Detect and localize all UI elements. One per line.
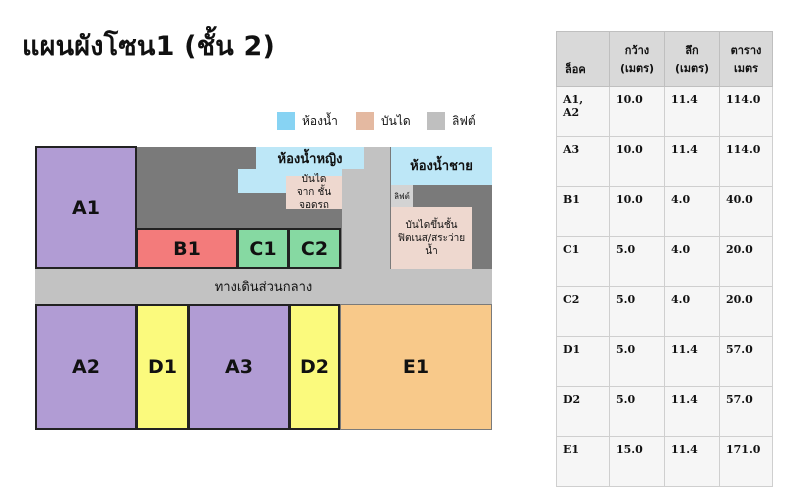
- table-row: C1 5.0 4.0 20.0: [556, 236, 773, 287]
- table-cell-width: 10.0: [609, 136, 665, 187]
- zone-b1-label: B1: [173, 237, 201, 260]
- central-corridor-label: ทางเดินส่วนกลาง: [214, 280, 313, 295]
- table-cell-depth: 11.4: [664, 86, 720, 137]
- zone-c2-label: C2: [300, 237, 329, 260]
- area-table: ล็อค กว้าง (เมตร) ลึก (เมตร) ตาราง เมตร …: [556, 31, 773, 487]
- zone-d1[interactable]: D1: [136, 304, 189, 430]
- zone-e1[interactable]: E1: [340, 304, 492, 430]
- table-cell-lock: E1: [556, 436, 610, 487]
- table-cell-lock: A1, A2: [556, 86, 610, 137]
- table-cell-area: 114.0: [719, 136, 773, 187]
- zone-a3-label: A3: [225, 356, 253, 378]
- table-cell-width: 5.0: [609, 286, 665, 337]
- legend-swatch-restroom: [277, 112, 295, 130]
- lift-shaft-right: [364, 147, 390, 187]
- table-cell-area: 40.0: [719, 186, 773, 237]
- table-cell-depth: 4.0: [664, 236, 720, 287]
- table-cell-area: 20.0: [719, 286, 773, 337]
- lift-box: ลิฟต์: [391, 185, 413, 207]
- table-cell-width: 5.0: [609, 336, 665, 387]
- page-title: แผนผังโซน1 (ชั้น 2): [22, 31, 276, 62]
- table-row: C2 5.0 4.0 20.0: [556, 286, 773, 337]
- zone-c1[interactable]: C1: [237, 228, 289, 269]
- legend-item-restroom: ห้องน้ำ: [277, 112, 338, 130]
- table-header-area-label: ตาราง เมตร: [730, 44, 762, 75]
- stair-fitness: บันไดขึ้นชั้น ฟิตเนส/สระว่ายน้ำ: [391, 207, 472, 269]
- table-cell-depth: 4.0: [664, 186, 720, 237]
- table-header-width-label: กว้าง (เมตร): [619, 44, 655, 75]
- zone-a2-label: A2: [72, 356, 100, 378]
- table-cell-lock-text: A1, A2: [563, 93, 584, 119]
- stair-parking-label: บันไดจาก ชั้นจอดรถ: [296, 174, 332, 211]
- zone-a1[interactable]: A1: [35, 146, 137, 269]
- table-row: B1 10.0 4.0 40.0: [556, 186, 773, 237]
- zone-a2[interactable]: A2: [35, 304, 137, 430]
- legend-item-lift: ลิฟต์: [427, 112, 476, 130]
- zone-c1-label: C1: [249, 237, 277, 260]
- legend-item-stairs: บันได: [356, 112, 411, 130]
- table-header-area: ตาราง เมตร: [719, 31, 773, 87]
- table-row: A1, A2 10.0 11.4 114.0: [556, 86, 773, 137]
- restroom-female-label: ห้องน้ำหญิง: [277, 152, 343, 167]
- table-cell-lock: C2: [556, 286, 610, 337]
- table-cell-lock: A3: [556, 136, 610, 187]
- legend-swatch-lift: [427, 112, 445, 130]
- stair-fitness-label: บันไดขึ้นชั้น ฟิตเนส/สระว่ายน้ำ: [397, 219, 466, 257]
- table-cell-lock: B1: [556, 186, 610, 237]
- zone-d1-label: D1: [148, 356, 177, 378]
- zone-a3[interactable]: A3: [188, 304, 290, 430]
- table-cell-width: 5.0: [609, 386, 665, 437]
- table-cell-depth: 11.4: [664, 136, 720, 187]
- table-cell-depth: 11.4: [664, 386, 720, 437]
- table-cell-depth: 4.0: [664, 286, 720, 337]
- table-header-depth: ลึก (เมตร): [664, 31, 720, 87]
- table-cell-area: 114.0: [719, 86, 773, 137]
- central-corridor: ทางเดินส่วนกลาง: [35, 269, 492, 304]
- floor-plan: ห้องน้ำหญิง บันไดจาก ชั้นจอดรถ ห้องน้ำชา…: [35, 146, 492, 430]
- table-header-depth-label: ลึก (เมตร): [674, 44, 710, 75]
- zone-b1[interactable]: B1: [136, 228, 238, 269]
- table-cell-lock: D1: [556, 336, 610, 387]
- zone-d2[interactable]: D2: [289, 304, 340, 430]
- table-cell-depth: 11.4: [664, 436, 720, 487]
- table-header-lock: ล็อค: [556, 31, 610, 87]
- restroom-male-label: ห้องน้ำชาย: [410, 158, 473, 174]
- lift-label: ลิฟต์: [394, 191, 410, 201]
- table-cell-width: 5.0: [609, 236, 665, 287]
- legend-label-restroom: ห้องน้ำ: [302, 113, 338, 128]
- table-cell-area: 57.0: [719, 386, 773, 437]
- table-cell-width: 10.0: [609, 186, 665, 237]
- table-row: A3 10.0 11.4 114.0: [556, 136, 773, 187]
- zone-d2-label: D2: [300, 356, 329, 378]
- table-row: E1 15.0 11.4 171.0: [556, 436, 773, 487]
- table-cell-area: 171.0: [719, 436, 773, 487]
- table-cell-width: 10.0: [609, 86, 665, 137]
- table-row: D2 5.0 11.4 57.0: [556, 386, 773, 437]
- zone-e1-label: E1: [402, 356, 430, 378]
- table-cell-area: 57.0: [719, 336, 773, 387]
- table-header-width: กว้าง (เมตร): [609, 31, 665, 87]
- table-cell-width: 15.0: [609, 436, 665, 487]
- table-cell-depth: 11.4: [664, 336, 720, 387]
- legend-swatch-stairs: [356, 112, 374, 130]
- restroom-male: ห้องน้ำชาย: [391, 147, 492, 185]
- table-cell-lock: D2: [556, 386, 610, 437]
- restroom-female-upper: [256, 147, 364, 169]
- table-cell-area: 20.0: [719, 236, 773, 287]
- table-row: D1 5.0 11.4 57.0: [556, 336, 773, 387]
- table-cell-lock: C1: [556, 236, 610, 287]
- legend-label-lift: ลิฟต์: [452, 113, 476, 128]
- zone-c2[interactable]: C2: [288, 228, 341, 269]
- stair-parking: บันไดจาก ชั้นจอดรถ: [286, 174, 342, 211]
- zone-a1-label: A1: [72, 196, 100, 219]
- legend-label-stairs: บันได: [381, 113, 411, 128]
- table-header-row: ล็อค กว้าง (เมตร) ลึก (เมตร) ตาราง เมตร: [556, 31, 773, 87]
